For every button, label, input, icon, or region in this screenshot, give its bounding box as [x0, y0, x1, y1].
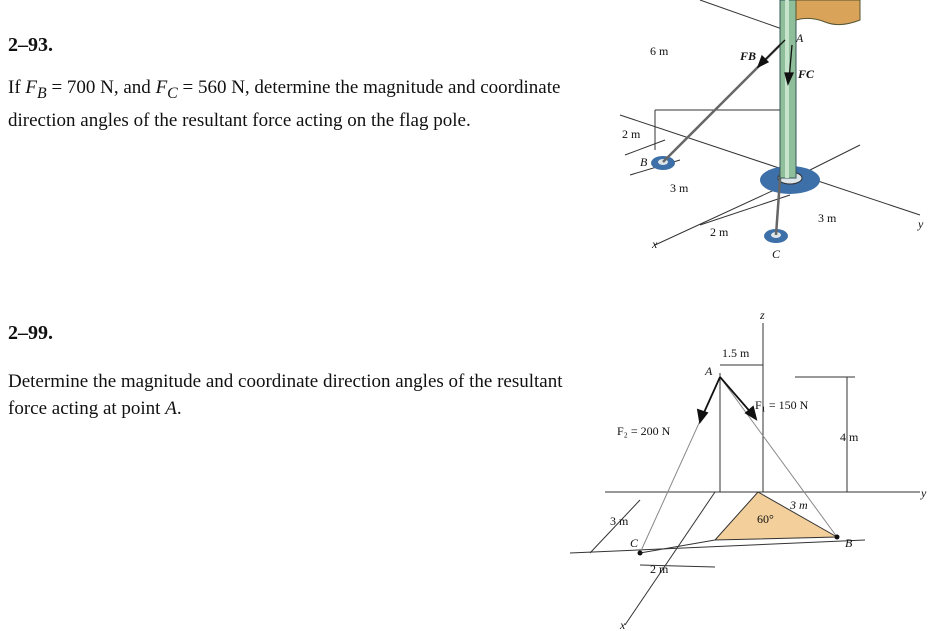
label-point-a: A [795, 31, 804, 45]
label-point-c: C [630, 536, 639, 550]
label-axis-z: z [759, 308, 765, 322]
label-2m-b: 2 m [710, 225, 729, 239]
problem-text-2-93: If FB = 700 N, and FC = 560 N, determine… [8, 77, 561, 131]
label-2m-a: 2 m [622, 127, 641, 141]
figure-flag-pole: 6 m 2 m 3 m 2 m 3 m A B C FB FC x y [619, 0, 924, 261]
label-axis-x: x [619, 618, 626, 631]
label-f2: F₂ = 200 N [617, 424, 671, 438]
ground-line-2m [624, 139, 666, 156]
ground-line-x-axis [654, 184, 786, 246]
label-3m-a: 3 m [610, 514, 629, 528]
label-60-deg: 60° [757, 512, 774, 526]
arrow-f1 [719, 376, 754, 416]
label-4m: 4 m [840, 430, 859, 444]
label-point-a: A [704, 364, 713, 378]
label-3m-b: 3 m [818, 211, 837, 225]
label-6m: 6 m [650, 44, 669, 58]
label-axis-y: y [917, 217, 924, 231]
label-2m: 2 m [650, 562, 669, 576]
problem-number-2-99: 2–99. [8, 322, 53, 344]
label-1-5m: 1.5 m [722, 346, 750, 360]
label-point-b: B [845, 536, 853, 550]
label-force-fb: FB [739, 49, 756, 63]
label-point-b: B [640, 155, 648, 169]
back-edge-line [699, 0, 786, 31]
front-line [569, 539, 866, 554]
flag [795, 0, 861, 26]
figure-point-a-forces: z 1.5 m A F₁ = 150 N F₂ = 200 N 4 m 3 m … [569, 308, 927, 631]
label-axis-x: x [651, 237, 658, 251]
label-f1: F₁ = 150 N [755, 398, 809, 412]
arrow-f2 [701, 376, 721, 418]
problem-text-2-99: Determine the magnitude and coordinate d… [8, 371, 563, 419]
label-3m-b: 3 m [789, 498, 808, 512]
label-3m-a: 3 m [670, 181, 689, 195]
x-axis [624, 491, 716, 626]
label-force-fc: FC [797, 67, 815, 81]
label-axis-y: y [920, 486, 927, 500]
label-point-c: C [772, 247, 781, 261]
ground-line-front [699, 194, 791, 226]
point-b-marker [834, 534, 840, 540]
shaded-triangle [713, 491, 839, 541]
point-c-marker [637, 550, 643, 556]
ground-line-y-axis [619, 114, 921, 216]
problem-number-2-93: 2–93. [8, 34, 53, 56]
